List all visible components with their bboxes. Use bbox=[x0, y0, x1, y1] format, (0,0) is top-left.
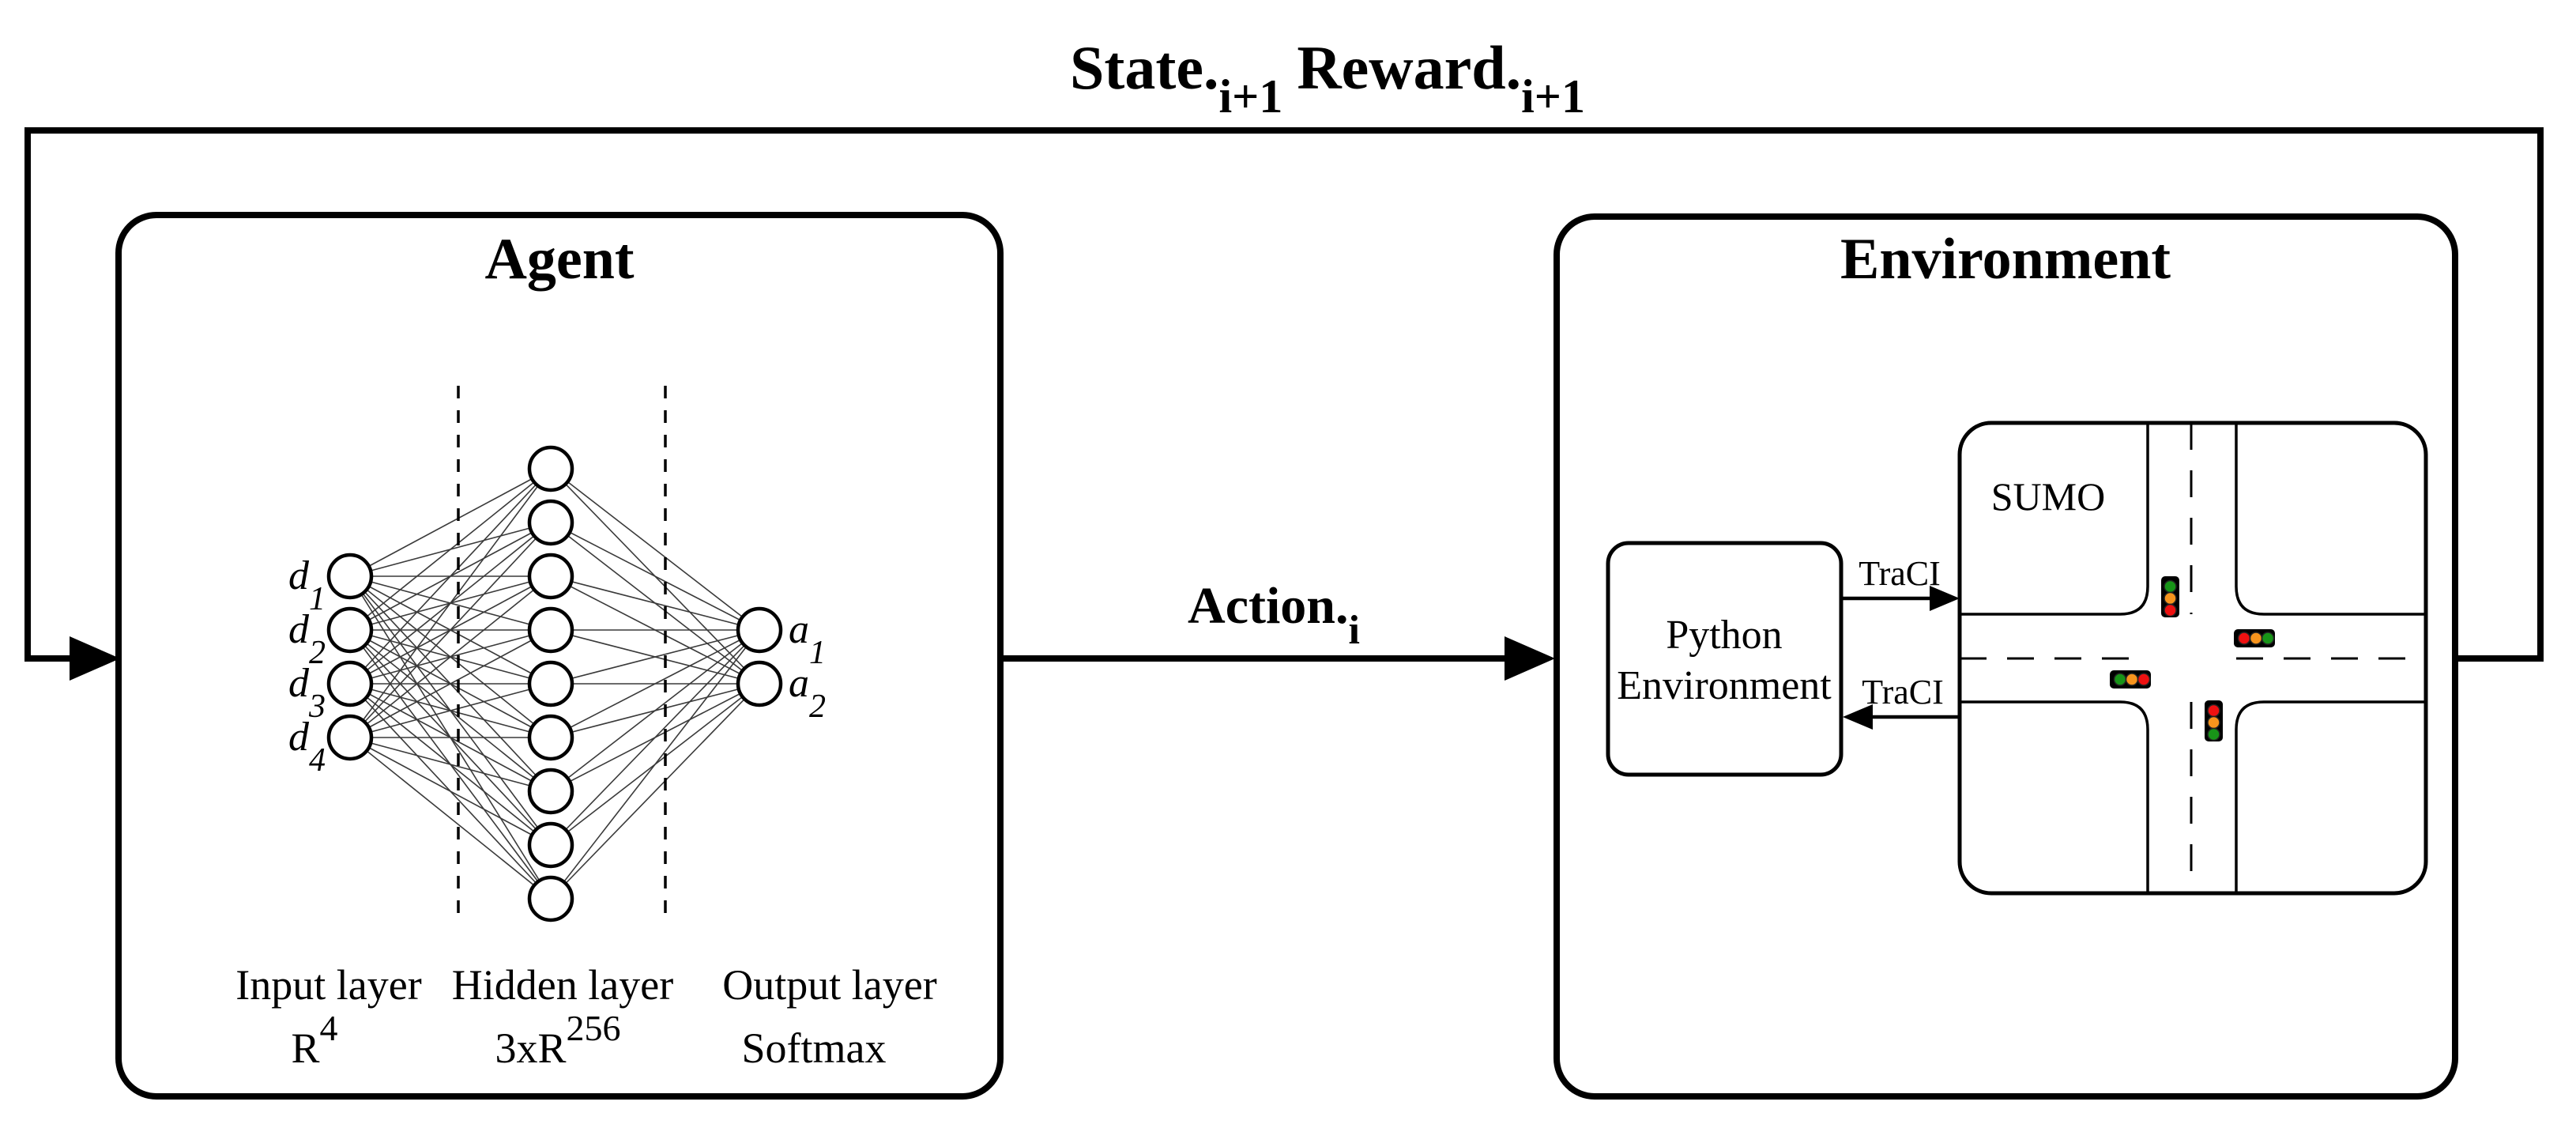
nn-hidden-node bbox=[527, 660, 574, 707]
nn-edge bbox=[349, 468, 552, 577]
action-label: Action.i bbox=[1188, 577, 1360, 653]
nn-edge bbox=[550, 629, 760, 846]
input-layer-dim: R4 bbox=[291, 1008, 337, 1072]
traci-to-python-label: TraCI bbox=[1862, 673, 1944, 711]
sumo-title: SUMO bbox=[1991, 474, 2105, 519]
traci-to-python-arrowhead-icon bbox=[1843, 704, 1873, 730]
nn-output-node bbox=[736, 606, 783, 654]
output-label-a1: a1 bbox=[789, 607, 826, 671]
nn-edge bbox=[550, 629, 760, 900]
nn-edge bbox=[550, 522, 760, 631]
nn-edge bbox=[349, 468, 552, 738]
nn-hidden-node bbox=[527, 714, 574, 761]
action-arrow: Action.i bbox=[1000, 577, 1555, 681]
nn-input-node bbox=[326, 660, 374, 707]
python-box-line1: Python bbox=[1666, 613, 1782, 658]
nn-edge bbox=[550, 629, 760, 792]
agent-box: Agent d1 d2 d3 d4 a1 a2 bbox=[115, 212, 1004, 1100]
nn-edge bbox=[349, 468, 552, 631]
input-label-d2: d2 bbox=[288, 607, 326, 671]
nn-output-node bbox=[736, 660, 783, 707]
sumo-box: SUMO bbox=[1957, 421, 2428, 896]
nn-edge bbox=[349, 575, 552, 738]
traffic-light-south bbox=[2205, 700, 2223, 741]
west-lamp-green bbox=[2113, 673, 2127, 686]
nn-nodes bbox=[326, 445, 783, 922]
output-label-a2: a2 bbox=[789, 661, 826, 725]
traci-to-sumo-arrowhead-icon bbox=[1930, 586, 1960, 611]
action-arrowhead-icon bbox=[1505, 636, 1555, 681]
traffic-light-east bbox=[2234, 629, 2275, 647]
input-label-d3: d3 bbox=[288, 661, 326, 725]
reward-label: Reward. bbox=[1297, 33, 1521, 102]
east-lamp-red bbox=[2237, 632, 2251, 645]
nn-edge bbox=[550, 629, 760, 738]
nn-hidden-node bbox=[527, 768, 574, 815]
nn-hidden-node bbox=[527, 821, 574, 869]
neural-network: d1 d2 d3 d4 a1 a2 Input layer R4 bbox=[235, 386, 937, 1072]
nn-edge bbox=[349, 737, 552, 846]
nn-hidden-node bbox=[527, 875, 574, 922]
west-lamp-orange bbox=[2125, 673, 2139, 686]
state-subscript: i+1 bbox=[1218, 70, 1282, 123]
north-lamp-green bbox=[2164, 579, 2177, 594]
traffic-light-west bbox=[2110, 670, 2151, 688]
environment-box-outline bbox=[1554, 213, 2458, 1100]
traffic-light-north bbox=[2161, 576, 2179, 617]
environment-box: Environment Python Environment TraCI Tra… bbox=[1554, 213, 2458, 1100]
traci-arrow-to-python: TraCI bbox=[1843, 673, 1960, 730]
reward-subscript: i+1 bbox=[1521, 70, 1585, 123]
road-block-top-left bbox=[1960, 423, 2149, 616]
south-lamp-red bbox=[2207, 704, 2220, 718]
nn-edge bbox=[550, 629, 760, 685]
nn-edge bbox=[550, 468, 760, 631]
nn-edge bbox=[349, 468, 552, 685]
nn-hidden-node bbox=[527, 606, 574, 654]
nn-input-node bbox=[326, 714, 374, 761]
road-block-top-right bbox=[2235, 423, 2426, 616]
nn-edge bbox=[349, 737, 552, 792]
input-label-d4: d4 bbox=[288, 715, 326, 779]
north-lamp-orange bbox=[2164, 591, 2177, 605]
feedback-arrowhead-icon bbox=[70, 636, 120, 681]
north-lamp-red bbox=[2164, 603, 2177, 617]
traci-arrow-to-sumo: TraCI bbox=[1841, 554, 1960, 611]
nn-edge bbox=[349, 737, 552, 900]
python-box-line2: Environment bbox=[1617, 663, 1832, 708]
south-lamp-green bbox=[2207, 727, 2220, 741]
nn-input-node bbox=[326, 606, 374, 654]
python-box-outline bbox=[1606, 541, 1843, 777]
output-layer-caption: Output layer bbox=[722, 961, 936, 1009]
traci-to-sumo-label: TraCI bbox=[1859, 554, 1941, 593]
input-layer-caption: Input layer bbox=[235, 961, 421, 1009]
road-block-bottom-right bbox=[2235, 700, 2426, 893]
nn-hidden-node bbox=[527, 553, 574, 600]
hidden-layer-dim: 3xR256 bbox=[495, 1008, 620, 1072]
east-lamp-orange bbox=[2249, 632, 2263, 645]
nn-edge bbox=[349, 683, 552, 738]
python-environment-box: Python Environment bbox=[1606, 541, 1843, 777]
nn-edges bbox=[349, 468, 760, 900]
road-block-bottom-left bbox=[1960, 700, 2149, 893]
nn-edge bbox=[550, 683, 760, 900]
nn-input-node bbox=[326, 553, 374, 600]
nn-hidden-node bbox=[527, 499, 574, 546]
state-label: State. bbox=[1070, 33, 1218, 102]
output-layer-dim: Softmax bbox=[742, 1024, 887, 1072]
hidden-layer-caption: Hidden layer bbox=[452, 961, 673, 1009]
environment-title: Environment bbox=[1840, 227, 2171, 292]
nn-edge bbox=[550, 575, 760, 631]
south-lamp-orange bbox=[2207, 715, 2220, 730]
agent-title: Agent bbox=[484, 227, 634, 292]
nn-edge bbox=[349, 629, 552, 738]
east-lamp-green bbox=[2261, 632, 2275, 645]
nn-edge bbox=[349, 522, 552, 738]
feedback-loop-line bbox=[24, 127, 2544, 662]
west-lamp-red bbox=[2137, 673, 2151, 686]
intersection-roads bbox=[1960, 423, 2426, 893]
nn-hidden-node bbox=[527, 445, 574, 492]
input-label-d1: d1 bbox=[288, 553, 326, 617]
